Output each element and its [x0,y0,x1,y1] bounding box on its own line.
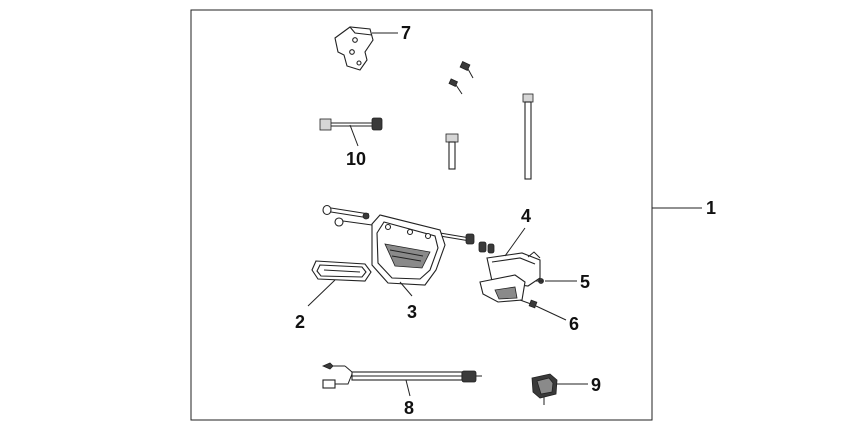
callout-10: 10 [346,149,366,169]
part-10-sub-harness [319,117,383,131]
callout-4: 4 [521,206,531,226]
callout-5: 5 [580,272,590,292]
part-2-lamp [311,260,372,282]
long-bolt [522,93,534,180]
leader-10 [349,124,359,147]
leader-3 [399,281,413,297]
part-4-housing [479,251,541,303]
part-7-bracket [334,26,374,71]
leader-2 [307,279,336,307]
mounting-bolts [322,204,495,254]
part-9-connector [531,373,558,405]
callout-8: 8 [404,398,414,418]
callout-9: 9 [591,375,601,395]
callout-7: 7 [401,23,411,43]
part-6-screw [519,299,538,309]
callout-2: 2 [295,312,305,332]
callout-6: 6 [569,314,579,334]
part-5-screw [536,278,544,284]
diagram-frame [190,9,653,421]
short-bolt [445,133,459,170]
leader-8 [405,379,411,397]
screws-top [448,61,474,95]
callout-1: 1 [706,198,716,218]
part-8-wire-harness [321,362,482,389]
leader-4 [504,227,526,257]
callout-3: 3 [407,302,417,322]
leader-6 [535,305,567,321]
part-3-cover [371,214,446,286]
